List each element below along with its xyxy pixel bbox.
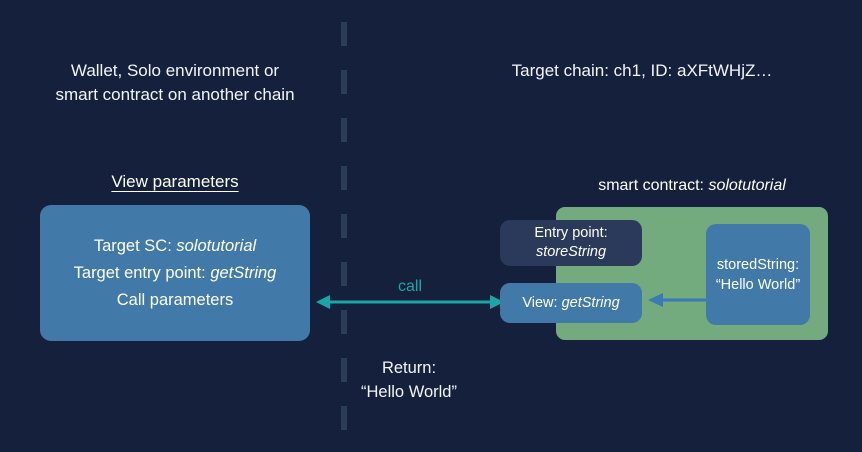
params-line: Target SC: solotutorial <box>94 234 256 259</box>
view-box-line-prefix: View: <box>522 294 562 311</box>
left-side-heading: Wallet, Solo environment or smart contra… <box>55 61 295 104</box>
stored-string-line-prefix: storedString: <box>716 256 800 273</box>
view-parameters-title: View parameters <box>40 172 310 192</box>
view-function-box: View: getString <box>500 283 642 323</box>
call-label: call <box>397 278 422 295</box>
target-chain-heading: Target chain: ch1, ID: aXFtWHjZ… <box>511 61 773 80</box>
params-line: Target entry point: getString <box>74 261 277 286</box>
call-double-arrow-icon <box>316 295 504 309</box>
smart-contract-title-emphasis: solotutorial <box>708 177 786 194</box>
entry-point-line: Entry point: <box>534 224 607 243</box>
stored-string-line-prefix: “Hello World” <box>715 276 801 293</box>
return-label: Return: “Hello World” <box>361 359 457 401</box>
view-parameters-box: Target SC: solotutorial Target entry poi… <box>40 205 310 341</box>
stored-string-box: storedString: “Hello World” <box>706 224 810 325</box>
params-line-emphasis: getString <box>210 263 277 282</box>
params-line-prefix: Target SC: <box>93 236 177 255</box>
view-box-line: View: getString <box>522 294 619 313</box>
state-read-left-arrow-icon <box>648 293 708 307</box>
stored-string-line: storedString: <box>717 255 799 275</box>
entry-point-line: storeString <box>536 243 606 262</box>
stored-string-line: “Hello World” <box>716 275 800 295</box>
smart-contract-title: smart contract: solotutorial <box>530 177 854 195</box>
params-line: Call parameters <box>117 288 233 313</box>
entry-point-box: Entry point: storeString <box>500 220 642 266</box>
entry-point-line-prefix: Entry point: <box>534 225 608 241</box>
chain-boundary-divider <box>341 22 347 432</box>
params-line-emphasis: solotutorial <box>176 236 257 255</box>
view-parameters-title-text: View parameters <box>111 172 239 191</box>
view-box-line-emphasis: getString <box>561 294 620 311</box>
params-line-prefix: Target entry point: <box>73 263 211 282</box>
params-line-prefix: Call parameters <box>116 290 234 309</box>
smart-contract-title-prefix: smart contract: <box>598 177 709 194</box>
entry-point-line-emphasis: storeString <box>535 244 607 260</box>
